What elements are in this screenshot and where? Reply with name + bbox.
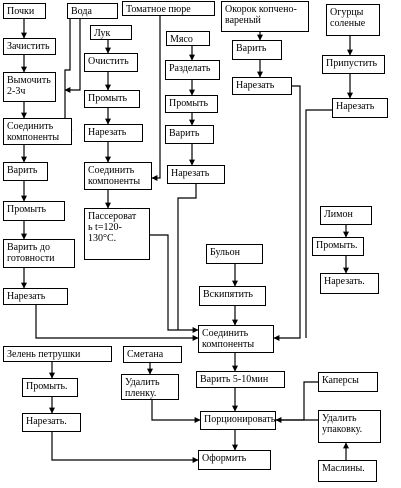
arrow-udalit-portsion — [151, 400, 201, 423]
node-razdelat: Разделать — [165, 60, 220, 80]
node-myaso: Мясо — [166, 31, 210, 46]
node-masliny: Маслины. — [318, 460, 377, 482]
node-vskipyatit: Вскипятить — [199, 286, 266, 306]
node-udalit-plenku: Удалить пленку. — [121, 374, 179, 400]
node-okorok: Окорок копчено- вареный — [221, 1, 309, 32]
node-ogurtsy: Огурцы соленые — [326, 4, 380, 36]
node-narezat-5: Нарезать — [332, 98, 388, 118]
node-limon: Лимон — [320, 206, 372, 225]
node-kapersy: Каперсы — [318, 372, 378, 392]
arrow-narezat3-soedinit3 — [177, 184, 197, 330]
node-promyt-5: Промыть. — [22, 378, 78, 397]
node-bulon: Бульон — [206, 244, 263, 264]
node-udalit-upakovku: Удалить упаковку. — [318, 410, 381, 443]
node-promyt-3: Промыть — [165, 95, 218, 113]
node-pochki: Почки — [3, 3, 46, 19]
arrow-narezat7-oformit — [51, 432, 199, 463]
node-soedinit-komponenty-3: Соединить компоненты — [198, 325, 274, 353]
node-tomatnoe-pyure: Томатное пюре — [122, 1, 215, 16]
node-narezat-1: Нарезать — [3, 288, 68, 305]
node-smetana: Сметана — [123, 346, 182, 363]
node-oformit: Оформить — [198, 450, 271, 470]
node-varit-do-gotovnosti: Варить до готовности — [3, 239, 75, 268]
node-varit-1: Варить — [3, 162, 48, 181]
node-zachistit: Зачистить — [3, 38, 56, 55]
arrow-narezat4-soedinit3 — [273, 85, 301, 341]
arrow-voda-vymochit — [64, 19, 81, 93]
node-soedinit-komponenty-2: Соединить компоненты — [84, 162, 152, 190]
node-soedinit-komponenty-1: Соединить компоненты — [3, 118, 72, 145]
node-promyt-1: Промыть — [3, 201, 65, 221]
node-portsionirovat: Порционировать — [200, 411, 276, 430]
node-zelen: Зелень петрушки — [3, 346, 112, 362]
node-vymochit: Вымочить 2-3ч — [3, 72, 56, 102]
node-narezat-3: Нарезать — [167, 165, 225, 184]
node-ochistit: Очистить — [84, 53, 138, 72]
arrow-narezat5-soedinit3 — [305, 109, 332, 338]
arrow-passerovat-soedinit3 — [150, 234, 199, 333]
node-narezat-2: Нарезать — [84, 124, 143, 142]
node-varit-2: Варить — [165, 125, 214, 144]
node-voda: Вода — [67, 3, 118, 19]
node-luk: Лук — [90, 25, 132, 40]
node-narezat-7: Нарезать. — [22, 413, 81, 432]
node-promyt-2: Промыть — [84, 90, 140, 108]
node-promyt-4: Промыть. — [312, 237, 364, 256]
node-narezat-6: Нарезать. — [320, 273, 379, 294]
arrow-narezat1-soedinit3 — [35, 305, 199, 341]
node-varit-3: Варить — [232, 40, 282, 60]
node-passerovat: Пассероват ь t=120- 130°С. — [84, 208, 150, 260]
node-varit-5-10min: Варить 5-10мин — [196, 371, 285, 388]
node-pripustit: Припустить — [322, 55, 385, 74]
arrow-voda-soedinit1 — [64, 19, 73, 133]
node-narezat-4: Нарезать — [232, 77, 292, 95]
arrow-tomat-soedinit2 — [151, 16, 161, 181]
